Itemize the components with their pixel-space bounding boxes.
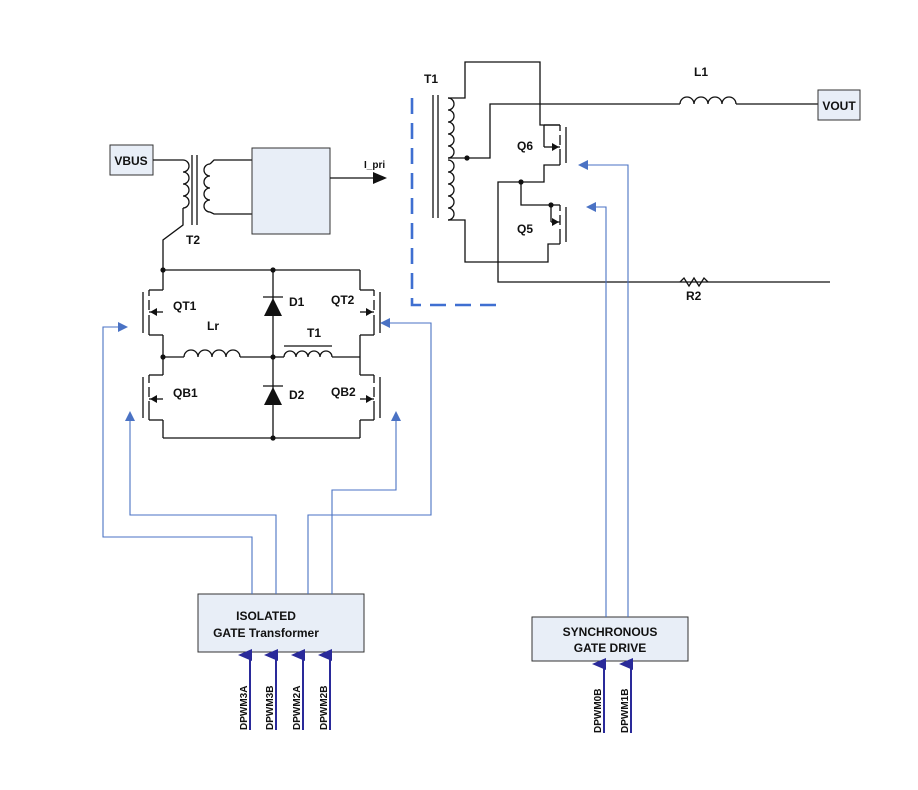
dpwm3b-label: DPWM3B — [265, 686, 276, 730]
t1-secondary-label: T1 — [424, 72, 438, 86]
dpwm3a-label: DPWM3A — [239, 686, 250, 730]
prim-current-block — [251, 147, 331, 235]
dpwm2b-label: DPWM2B — [319, 686, 330, 730]
qb2-label: QB2 — [331, 385, 356, 399]
lr-inductor: Lr — [163, 319, 273, 358]
t1-primary-label: T1 — [307, 326, 321, 340]
i-pri-label: I_pri — [364, 160, 385, 171]
qt1-mosfet: QT1 — [142, 289, 197, 336]
isolated-gate-label-2: GATE Transformer — [213, 626, 319, 640]
d1-label: D1 — [289, 295, 305, 309]
l1-inductor: L1 — [679, 65, 737, 105]
vbus-block: VBUS — [109, 144, 154, 176]
lr-label: Lr — [207, 319, 219, 333]
dpwm-isolated-inputs: DPWM3A DPWM3B DPWM2A DPWM2B — [238, 649, 332, 730]
qb1-mosfet: QB1 — [142, 374, 198, 421]
t2-transformer: T2 — [182, 155, 211, 247]
isolated-gate-transformer-block: ISOLATED GATE Transformer — [197, 593, 365, 653]
d2-label: D2 — [289, 388, 305, 402]
sync-gate-label-2: GATE DRIVE — [574, 641, 646, 655]
d1-diode: D1 — [263, 295, 305, 316]
qb2-mosfet: QB2 — [331, 374, 381, 421]
q6-label: Q6 — [517, 139, 533, 153]
t2-label: T2 — [186, 233, 200, 247]
vout-block: VOUT — [817, 89, 861, 121]
sync-gate-label-1: SYNCHRONOUS — [563, 625, 658, 639]
isolated-gate-label-1: ISOLATED — [236, 609, 296, 623]
synchronous-gate-drive-block: SYNCHRONOUS GATE DRIVE — [531, 616, 689, 662]
dpwm2a-label: DPWM2A — [292, 686, 303, 730]
vbus-label: VBUS — [114, 154, 147, 168]
dpwm-sync-inputs: DPWM0B DPWM1B — [592, 658, 633, 733]
q5-mosfet: Q5 — [517, 204, 567, 244]
dpwm0b-label: DPWM0B — [593, 689, 604, 733]
t1-secondary-transformer: T1 — [424, 72, 455, 221]
qt2-label: QT2 — [331, 293, 355, 307]
isolation-boundary — [410, 98, 505, 307]
t1-primary-winding: T1 — [273, 326, 360, 358]
q6-mosfet: Q6 — [517, 124, 567, 165]
d2-diode: D2 — [263, 385, 305, 405]
q5-label: Q5 — [517, 222, 533, 236]
vout-label: VOUT — [822, 99, 856, 113]
l1-label: L1 — [694, 65, 708, 79]
r2-resistor: R2 — [679, 276, 709, 303]
r2-label: R2 — [686, 289, 702, 303]
qt1-label: QT1 — [173, 299, 197, 313]
qb1-label: QB1 — [173, 386, 198, 400]
dpwm1b-label: DPWM1B — [620, 689, 631, 733]
qt2-mosfet: QT2 — [331, 289, 381, 336]
